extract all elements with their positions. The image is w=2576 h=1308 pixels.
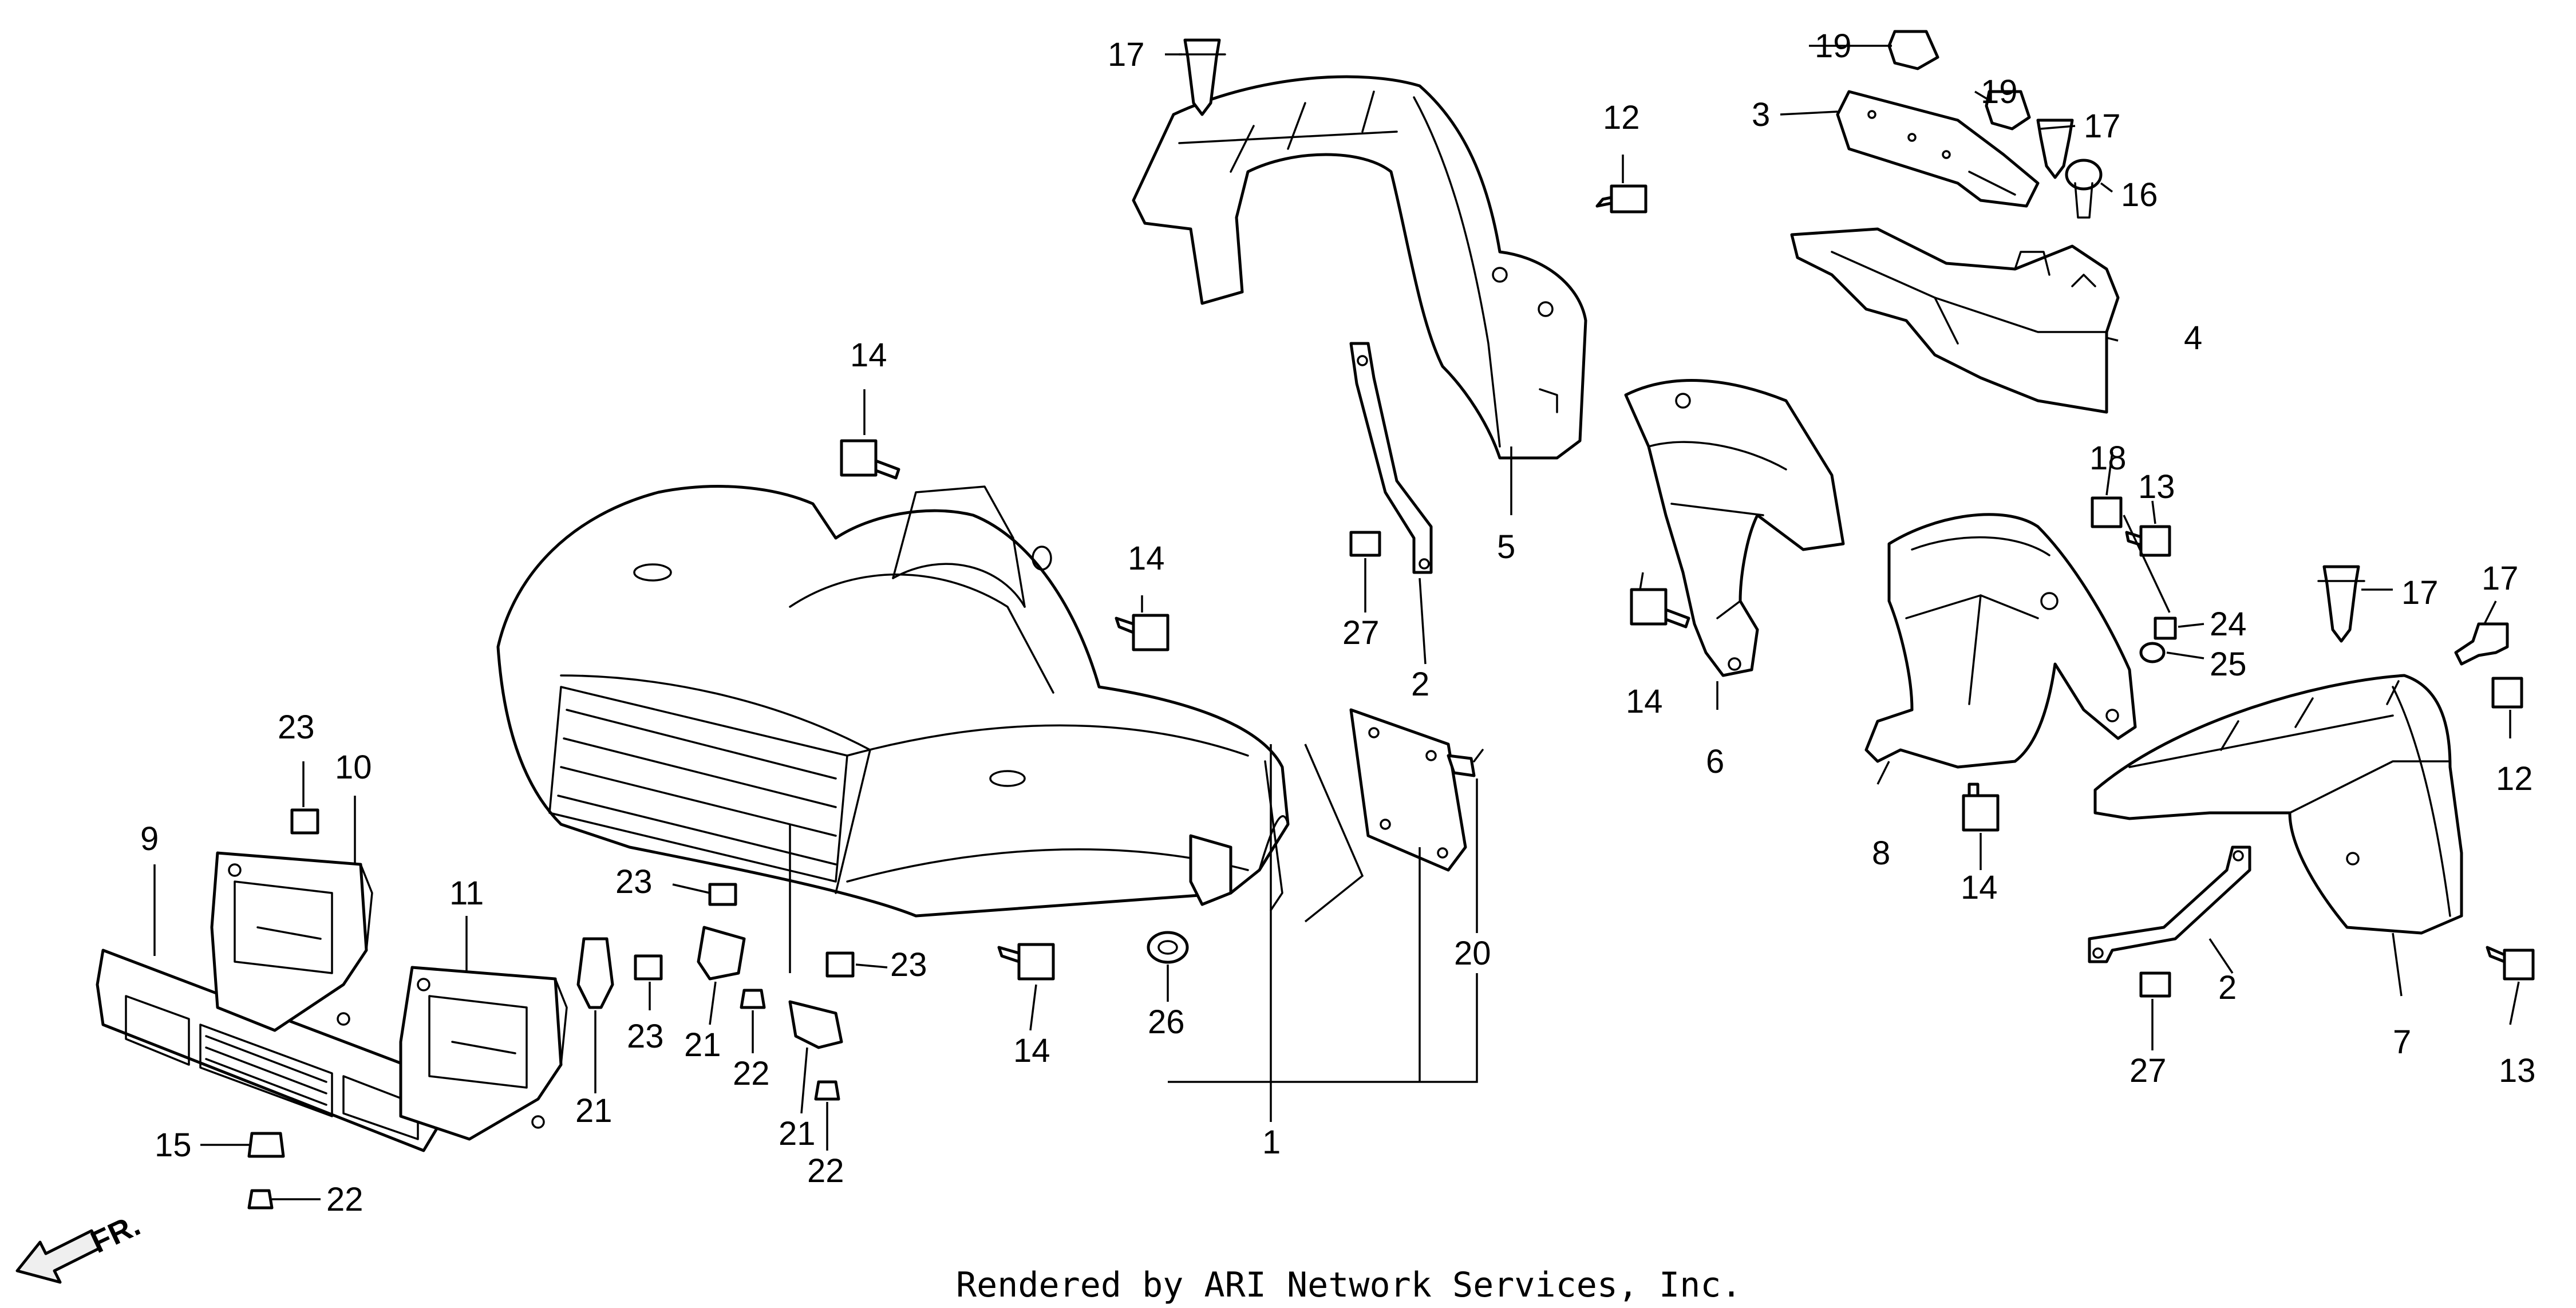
callout-19: 19 bbox=[1981, 73, 2018, 110]
callout-12: 12 bbox=[1603, 99, 1640, 136]
callout-13: 13 bbox=[2138, 468, 2175, 505]
callout-11: 11 bbox=[449, 875, 484, 912]
leader-lines bbox=[153, 45, 2520, 1200]
part-23-screw-a bbox=[290, 808, 319, 835]
part-3-bracket bbox=[1836, 90, 2040, 208]
part-1-front-fender bbox=[496, 485, 1290, 918]
part-2-stay-lower bbox=[2088, 845, 2251, 963]
callout-16: 16 bbox=[2121, 176, 2158, 214]
part-22-nut-b bbox=[814, 1080, 840, 1101]
callout-9: 9 bbox=[140, 820, 159, 857]
callout-27: 27 bbox=[1342, 614, 1380, 651]
callout-labels: 17 12 19 19 3 17 16 4 14 14 14 14 14 5 6… bbox=[140, 27, 2536, 1218]
callout-12: 12 bbox=[2496, 760, 2533, 797]
part-15-clip bbox=[247, 1132, 285, 1158]
callout-10: 10 bbox=[335, 749, 372, 786]
callout-8: 8 bbox=[1872, 835, 1890, 872]
part-13-bolt-a bbox=[2125, 525, 2171, 557]
part-10-headlight-housing bbox=[210, 851, 373, 1032]
callout-19: 19 bbox=[1815, 27, 1852, 65]
part-23-screw-c bbox=[634, 954, 663, 981]
credit-text: Rendered by ARI Network Services, Inc. bbox=[956, 1265, 1742, 1305]
part-26-grommet bbox=[1147, 931, 1189, 964]
part-6-inner-fender bbox=[1624, 379, 1845, 677]
callout-26: 26 bbox=[1148, 1003, 1185, 1041]
callout-21: 21 bbox=[575, 1092, 613, 1129]
part-27-bolt-a bbox=[1349, 531, 1381, 557]
callout-20: 20 bbox=[1454, 935, 1491, 972]
part-14-bolt-d bbox=[1962, 783, 2000, 832]
part-21-clamp-c bbox=[788, 1000, 843, 1049]
part-17-clip-d bbox=[2454, 622, 2509, 666]
callout-13: 13 bbox=[2499, 1052, 2536, 1089]
callout-24: 24 bbox=[2210, 606, 2247, 643]
part-18-clip bbox=[2091, 496, 2123, 528]
part-24-screw bbox=[2154, 617, 2177, 640]
callout-1: 1 bbox=[1262, 1124, 1281, 1161]
part-17-clip-b bbox=[2036, 118, 2074, 179]
callout-23: 23 bbox=[627, 1018, 664, 1055]
callout-15: 15 bbox=[155, 1127, 192, 1164]
callout-17: 17 bbox=[2482, 560, 2519, 597]
part-25-washer bbox=[2139, 642, 2166, 663]
part-23-screw-b bbox=[708, 883, 737, 906]
part-11-headlight-housing bbox=[399, 966, 568, 1141]
callout-7: 7 bbox=[2393, 1024, 2411, 1061]
part-12-bolt-b bbox=[2491, 677, 2523, 709]
callout-14: 14 bbox=[850, 337, 887, 374]
callout-14: 14 bbox=[1128, 540, 1165, 577]
callout-5: 5 bbox=[1497, 528, 1515, 566]
part-21-clamp-b bbox=[697, 926, 746, 981]
part-27-bolt-b bbox=[2139, 971, 2171, 998]
part-13-bolt-b bbox=[2486, 946, 2535, 981]
part-22-nut-c bbox=[247, 1189, 274, 1210]
callout-14: 14 bbox=[1013, 1032, 1050, 1069]
callout-4: 4 bbox=[2184, 319, 2202, 357]
callout-23: 23 bbox=[890, 946, 927, 983]
part-20-screw bbox=[1447, 749, 1484, 777]
part-19-clip-b bbox=[1985, 90, 2031, 131]
callout-22: 22 bbox=[326, 1181, 364, 1218]
part-14-bolt-e bbox=[997, 943, 1055, 981]
callout-17: 17 bbox=[2401, 574, 2439, 611]
callout-18: 18 bbox=[2089, 440, 2127, 477]
part-7-side-cover bbox=[2093, 674, 2463, 935]
callout-3: 3 bbox=[1752, 96, 1770, 133]
callout-27: 27 bbox=[2129, 1052, 2167, 1089]
callout-21: 21 bbox=[779, 1115, 816, 1152]
callout-14: 14 bbox=[1626, 683, 1663, 720]
part-8-inner-fender bbox=[1864, 513, 2137, 769]
part-22-nut-a bbox=[740, 989, 766, 1009]
part-20-plate-base bbox=[1349, 708, 1467, 872]
part-14-bolt-a bbox=[840, 439, 900, 480]
callout-21: 21 bbox=[684, 1026, 721, 1064]
callout-2: 2 bbox=[1411, 666, 1429, 703]
part-5-side-cover bbox=[1132, 75, 1587, 460]
callout-14: 14 bbox=[1961, 869, 1998, 906]
callout-23: 23 bbox=[615, 863, 653, 900]
part-14-bolt-c bbox=[1630, 588, 1690, 629]
callout-22: 22 bbox=[733, 1055, 770, 1092]
callout-23: 23 bbox=[278, 709, 315, 746]
callout-22: 22 bbox=[807, 1152, 844, 1190]
part-2-stay-upper bbox=[1349, 342, 1433, 574]
part-17-clip bbox=[1178, 38, 1226, 116]
part-17-clip-c bbox=[2317, 565, 2365, 643]
callout-2: 2 bbox=[2218, 969, 2237, 1006]
part-21-clamp-a bbox=[576, 937, 614, 1009]
callout-17: 17 bbox=[2084, 108, 2121, 145]
part-19-clip-a bbox=[1887, 30, 1939, 70]
part-23-screw-d bbox=[825, 951, 855, 978]
front-direction-arrow: FR. bbox=[15, 1208, 145, 1284]
callout-25: 25 bbox=[2210, 646, 2247, 683]
part-14-bolt-b bbox=[1115, 614, 1170, 651]
callout-17: 17 bbox=[1108, 36, 1145, 73]
part-12-bolt bbox=[1595, 184, 1647, 214]
fasteners bbox=[247, 30, 2535, 1210]
callout-6: 6 bbox=[1706, 743, 1724, 780]
part-16-grommet bbox=[2065, 159, 2103, 219]
part-4-tray bbox=[1790, 227, 2120, 414]
